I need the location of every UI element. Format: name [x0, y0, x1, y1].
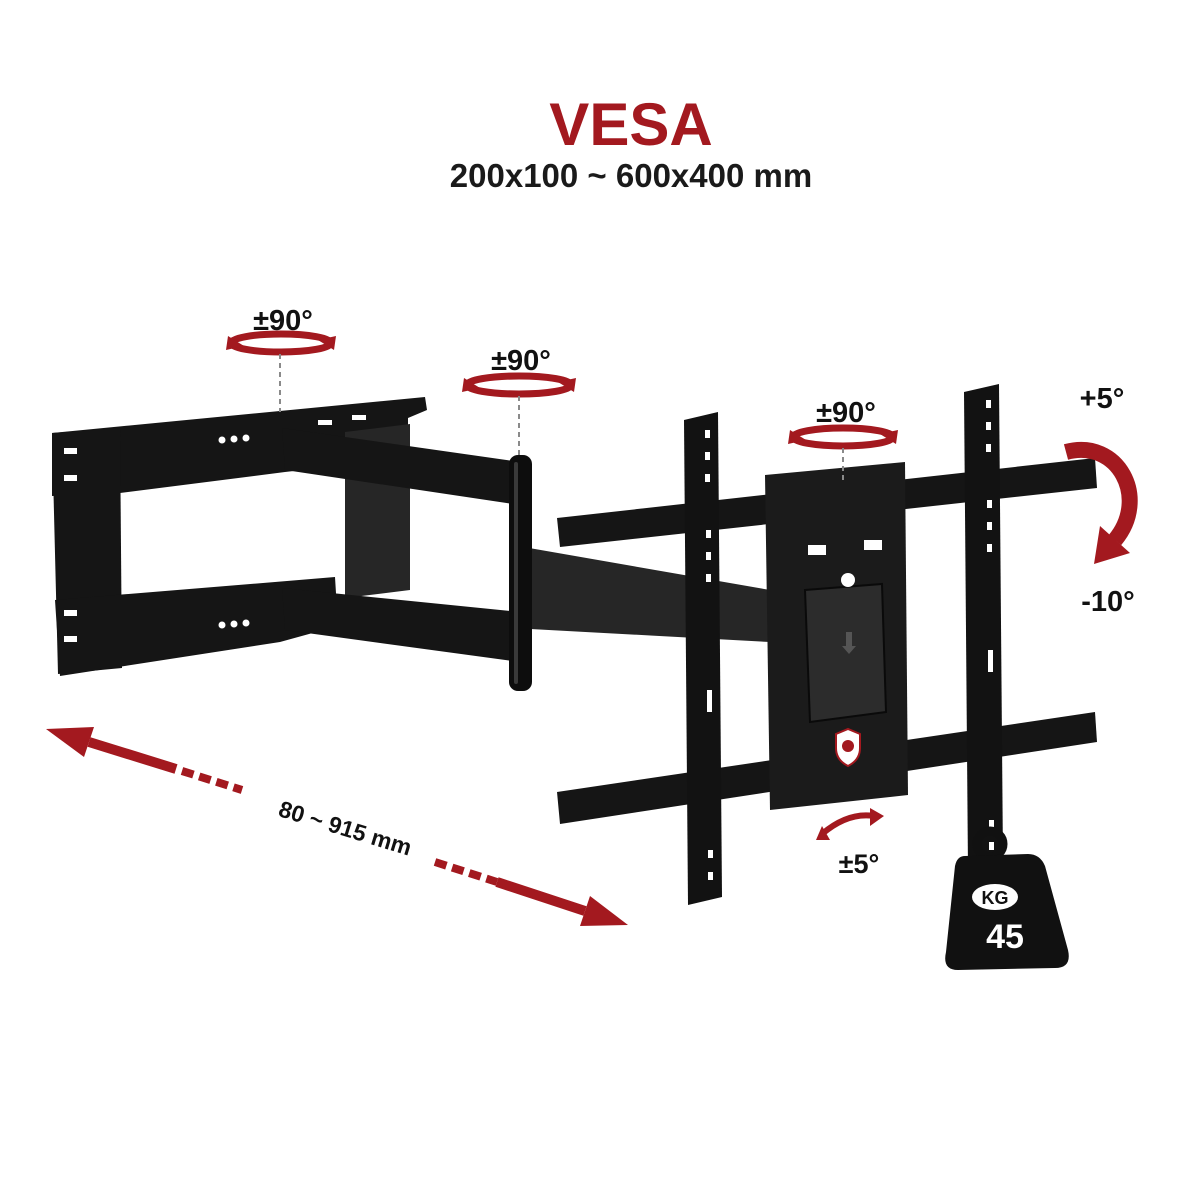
- level-arrow-icon: [820, 812, 875, 837]
- mounting-hole: [218, 436, 226, 444]
- weight-value-label: 45: [986, 918, 1024, 956]
- mounting-hole: [242, 619, 250, 627]
- mounting-hole: [706, 552, 711, 560]
- wall-plate: [52, 397, 427, 676]
- subtitle-vesa-range: 200x100 ~ 600x400 mm: [450, 157, 812, 194]
- arm-joint-rotation-label: ±90°: [491, 345, 551, 377]
- mounting-hole: [218, 621, 226, 629]
- arrowhead-icon: [580, 896, 628, 926]
- mounting-hole: [230, 620, 238, 628]
- arrowhead-icon: [880, 430, 898, 444]
- mounting-hole: [706, 530, 711, 538]
- arrowhead-icon: [226, 336, 244, 350]
- rotate-icon: [789, 424, 897, 450]
- mounting-hole: [230, 435, 238, 443]
- max-load-weight-badge: KG 45: [945, 826, 1069, 970]
- arrowhead-icon: [870, 808, 884, 826]
- arm-joint-rotation: ±90°: [462, 345, 576, 455]
- mounting-hole: [986, 422, 991, 430]
- tilt-indicator: +5° -10°: [1063, 383, 1138, 618]
- dimension-arrow-dashes: [433, 858, 499, 886]
- tilt-arrow-icon: [1063, 442, 1138, 546]
- arrowhead-icon: [788, 430, 806, 444]
- mounting-hole: [708, 872, 713, 880]
- wall-plate-bottom-bar: [55, 577, 338, 676]
- brand-shield-logo: [835, 727, 861, 768]
- weight-icon: [945, 854, 1069, 970]
- level-adjust-indicator: ±5°: [816, 808, 884, 879]
- mounting-hole: [808, 545, 826, 555]
- mounting-hole: [64, 448, 77, 454]
- arm-hinge: [509, 455, 532, 691]
- arrowhead-icon: [462, 378, 480, 392]
- upper-arm: [282, 428, 520, 505]
- plate-joint-rotation: ±90°: [788, 397, 898, 482]
- mounting-hole: [352, 415, 366, 420]
- wall-plate-top-bar: [52, 397, 427, 496]
- left-vertical-bar: [684, 412, 722, 905]
- arm-hinge-highlight: [514, 462, 518, 684]
- mounting-hole: [987, 544, 992, 552]
- dimension-arrow-shaft: [87, 737, 178, 774]
- shield-emblem: [842, 740, 854, 752]
- dimension-arrow-shaft: [495, 877, 587, 916]
- dimension-arrow-dashes: [180, 767, 244, 794]
- rotate-icon: [227, 330, 335, 356]
- mounting-hole: [841, 573, 855, 587]
- mounting-hole: [987, 500, 992, 508]
- arrowhead-icon: [46, 727, 94, 757]
- tv-bracket: [557, 384, 1097, 905]
- arrowhead-icon: [816, 826, 830, 840]
- plate-joint-rotation-label: ±90°: [816, 397, 876, 429]
- extension-dimension: 80 ~ 915 mm: [46, 727, 628, 926]
- arrow-mark: [842, 632, 856, 654]
- lower-arm: [282, 588, 520, 662]
- mounting-hole: [64, 475, 77, 481]
- extension-range-label: 80 ~ 915 mm: [276, 796, 415, 861]
- right-bar-holes: [986, 400, 994, 850]
- left-bar-holes: [705, 430, 713, 880]
- weight-unit-badge: [972, 884, 1018, 910]
- title-vesa: VESA: [549, 91, 712, 158]
- arrowhead-icon: [318, 336, 336, 350]
- mounting-hole: [988, 650, 993, 672]
- right-vertical-bar: [964, 384, 1003, 870]
- extension-arm: [512, 545, 770, 642]
- mounting-hole: [989, 820, 994, 828]
- mounting-hole: [64, 636, 77, 642]
- weight-unit-label: KG: [982, 888, 1009, 908]
- tilt-down-label: -10°: [1081, 586, 1135, 618]
- arrowhead-icon: [1094, 526, 1130, 564]
- level-adjust-label: ±5°: [839, 849, 880, 879]
- mounting-hole: [707, 690, 712, 712]
- mounting-hole: [986, 400, 991, 408]
- tilt-up-label: +5°: [1080, 383, 1125, 415]
- mounting-hole: [986, 444, 991, 452]
- tilt-plate: [803, 582, 888, 724]
- mounting-hole: [708, 850, 713, 858]
- mounting-hole: [705, 452, 710, 460]
- mounting-hole: [318, 420, 332, 425]
- mounting-hole: [705, 430, 710, 438]
- mounting-hole: [989, 842, 994, 850]
- mounting-hole: [864, 540, 882, 550]
- mounting-hole: [242, 434, 250, 442]
- rotate-icon: [463, 372, 575, 398]
- mounting-hole: [987, 522, 992, 530]
- mounting-hole: [64, 610, 77, 616]
- arrowhead-icon: [558, 378, 576, 392]
- mounting-hole: [705, 474, 710, 482]
- mounting-hole: [706, 574, 711, 582]
- wall-joint-rotation: ±90°: [226, 305, 336, 412]
